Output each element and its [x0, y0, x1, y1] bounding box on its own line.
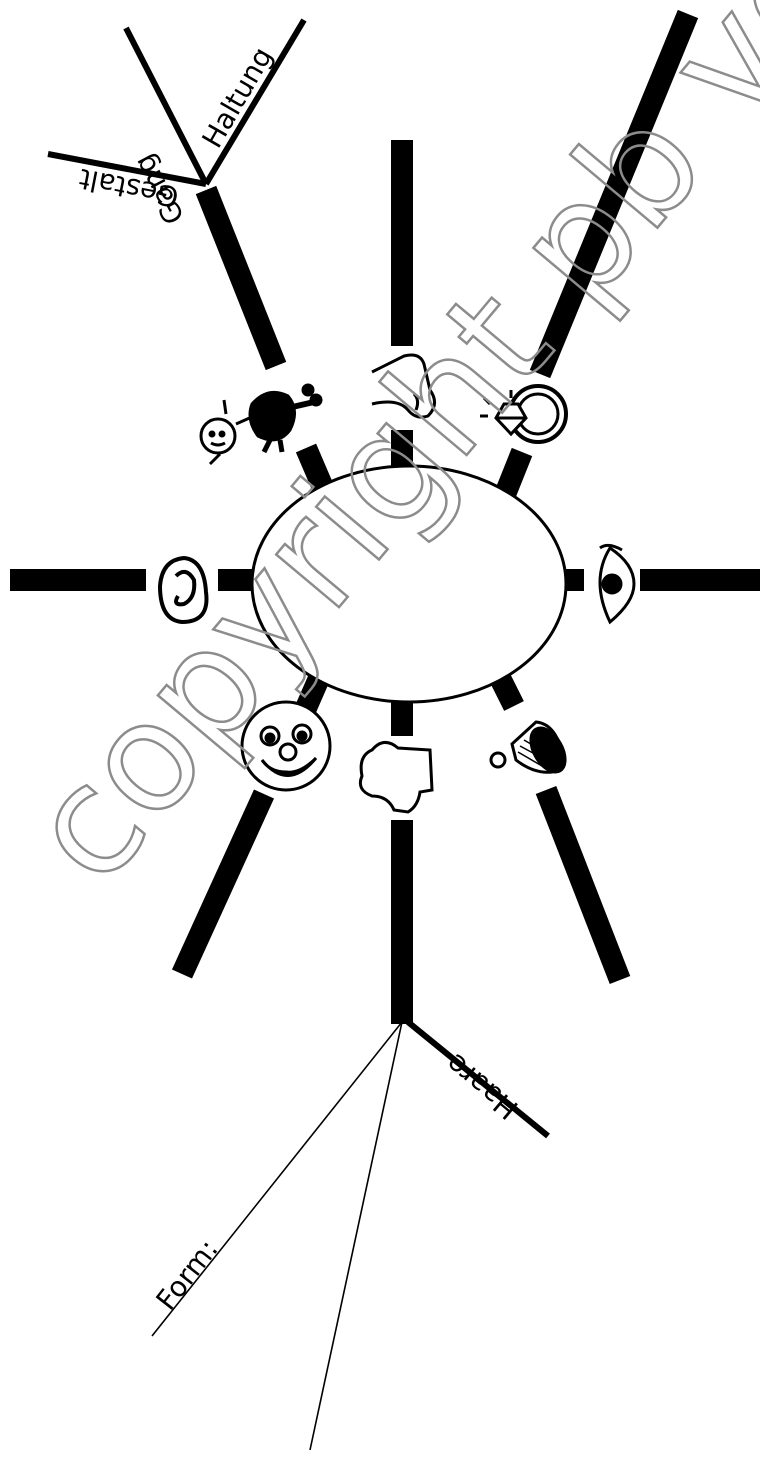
- hat-icon: [491, 722, 572, 778]
- head-silhouette-icon: [360, 742, 432, 812]
- label-form: Form:: [150, 1233, 225, 1316]
- spoke-lower-right-outer: [546, 790, 620, 980]
- branch-bottom: Haare Form:: [150, 1022, 548, 1450]
- spoke-lower-right-inner: [500, 678, 514, 706]
- eye-icon: [600, 545, 634, 622]
- spoke-upper-left-outer: [206, 190, 276, 366]
- label-haare: Haare: [439, 1047, 524, 1126]
- branch-top-left: Haltung Gang Gestalt: [48, 20, 304, 230]
